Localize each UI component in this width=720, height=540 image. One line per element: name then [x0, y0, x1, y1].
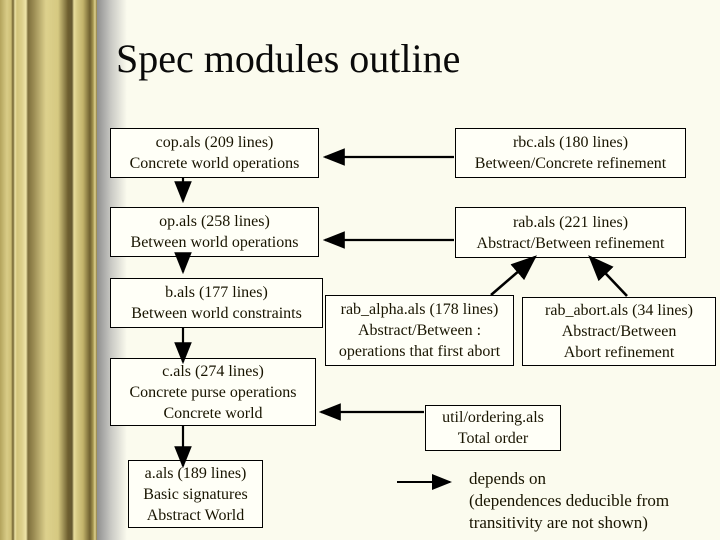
node-label-line: cop.als (209 lines)	[155, 134, 274, 151]
arrow-rab-abort-to-rab	[588, 255, 628, 297]
legend-note-line2: transitivity are not shown)	[469, 513, 648, 532]
node-label-line: a.als (189 lines)	[144, 464, 247, 482]
node-label-line: Between/Concrete refinement	[474, 155, 667, 172]
node-op-als: op.als (258 lines) Between world operati…	[110, 207, 319, 257]
node-label-line: Concrete world	[163, 404, 263, 422]
node-cop-als: cop.als (209 lines) Concrete world opera…	[110, 128, 319, 178]
node-label-line: Between world operations	[130, 234, 299, 251]
node-label-line: Abstract World	[146, 506, 245, 524]
node-label-line: Concrete purse operations	[129, 383, 297, 401]
node-b-als: b.als (177 lines) Between world constrai…	[110, 278, 323, 328]
node-rab-als: rab.als (221 lines) Abstract/Between ref…	[455, 207, 686, 258]
node-label-line: b.als (177 lines)	[165, 284, 268, 301]
border-shadow	[97, 0, 129, 540]
node-label-line: Abort refinement	[563, 344, 675, 361]
node-label-line: Abstract/Between refinement	[476, 234, 665, 252]
node-rbc-als: rbc.als (180 lines) Between/Concrete ref…	[455, 128, 686, 178]
node-label-line: Basic signatures	[143, 485, 248, 503]
node-label-line: Abstract/Between	[561, 323, 677, 340]
node-label-line: rab_alpha.als (178 lines)	[340, 301, 499, 318]
node-label-line: op.als (258 lines)	[159, 213, 270, 230]
legend-label: depends on	[469, 469, 546, 488]
legend-note-line1: (dependences deducible from	[469, 491, 670, 510]
node-rab-alpha-als: rab_alpha.als (178 lines) Abstract/Betwe…	[325, 295, 514, 366]
slide-title: Spec modules outline	[116, 36, 461, 81]
node-label-line: Total order	[457, 430, 529, 447]
node-label-line: rab_abort.als (34 lines)	[545, 302, 693, 319]
decorative-gold-border	[0, 0, 97, 540]
arrow-rab-alpha-to-rab	[490, 255, 537, 296]
node-rab-abort-als: rab_abort.als (34 lines) Abstract/Betwee…	[522, 297, 716, 366]
node-label-line: operations that first abort	[338, 343, 501, 360]
node-a-als: a.als (189 lines) Basic signatures Abstr…	[128, 460, 263, 528]
node-label-line: Abstract/Between :	[357, 322, 482, 339]
node-label-line: Between world constraints	[131, 305, 302, 322]
node-label-line: c.als (274 lines)	[162, 362, 264, 380]
legend: depends on (dependences deducible from t…	[469, 468, 709, 534]
node-util-ordering-als: util/ordering.als Total order	[425, 405, 561, 451]
node-label-line: util/ordering.als	[442, 409, 544, 426]
node-label-line: rbc.als (180 lines)	[512, 134, 629, 151]
node-label-line: rab.als (221 lines)	[512, 213, 629, 231]
node-label-line: Concrete world operations	[129, 155, 300, 172]
node-c-als: c.als (274 lines) Concrete purse operati…	[110, 358, 316, 426]
